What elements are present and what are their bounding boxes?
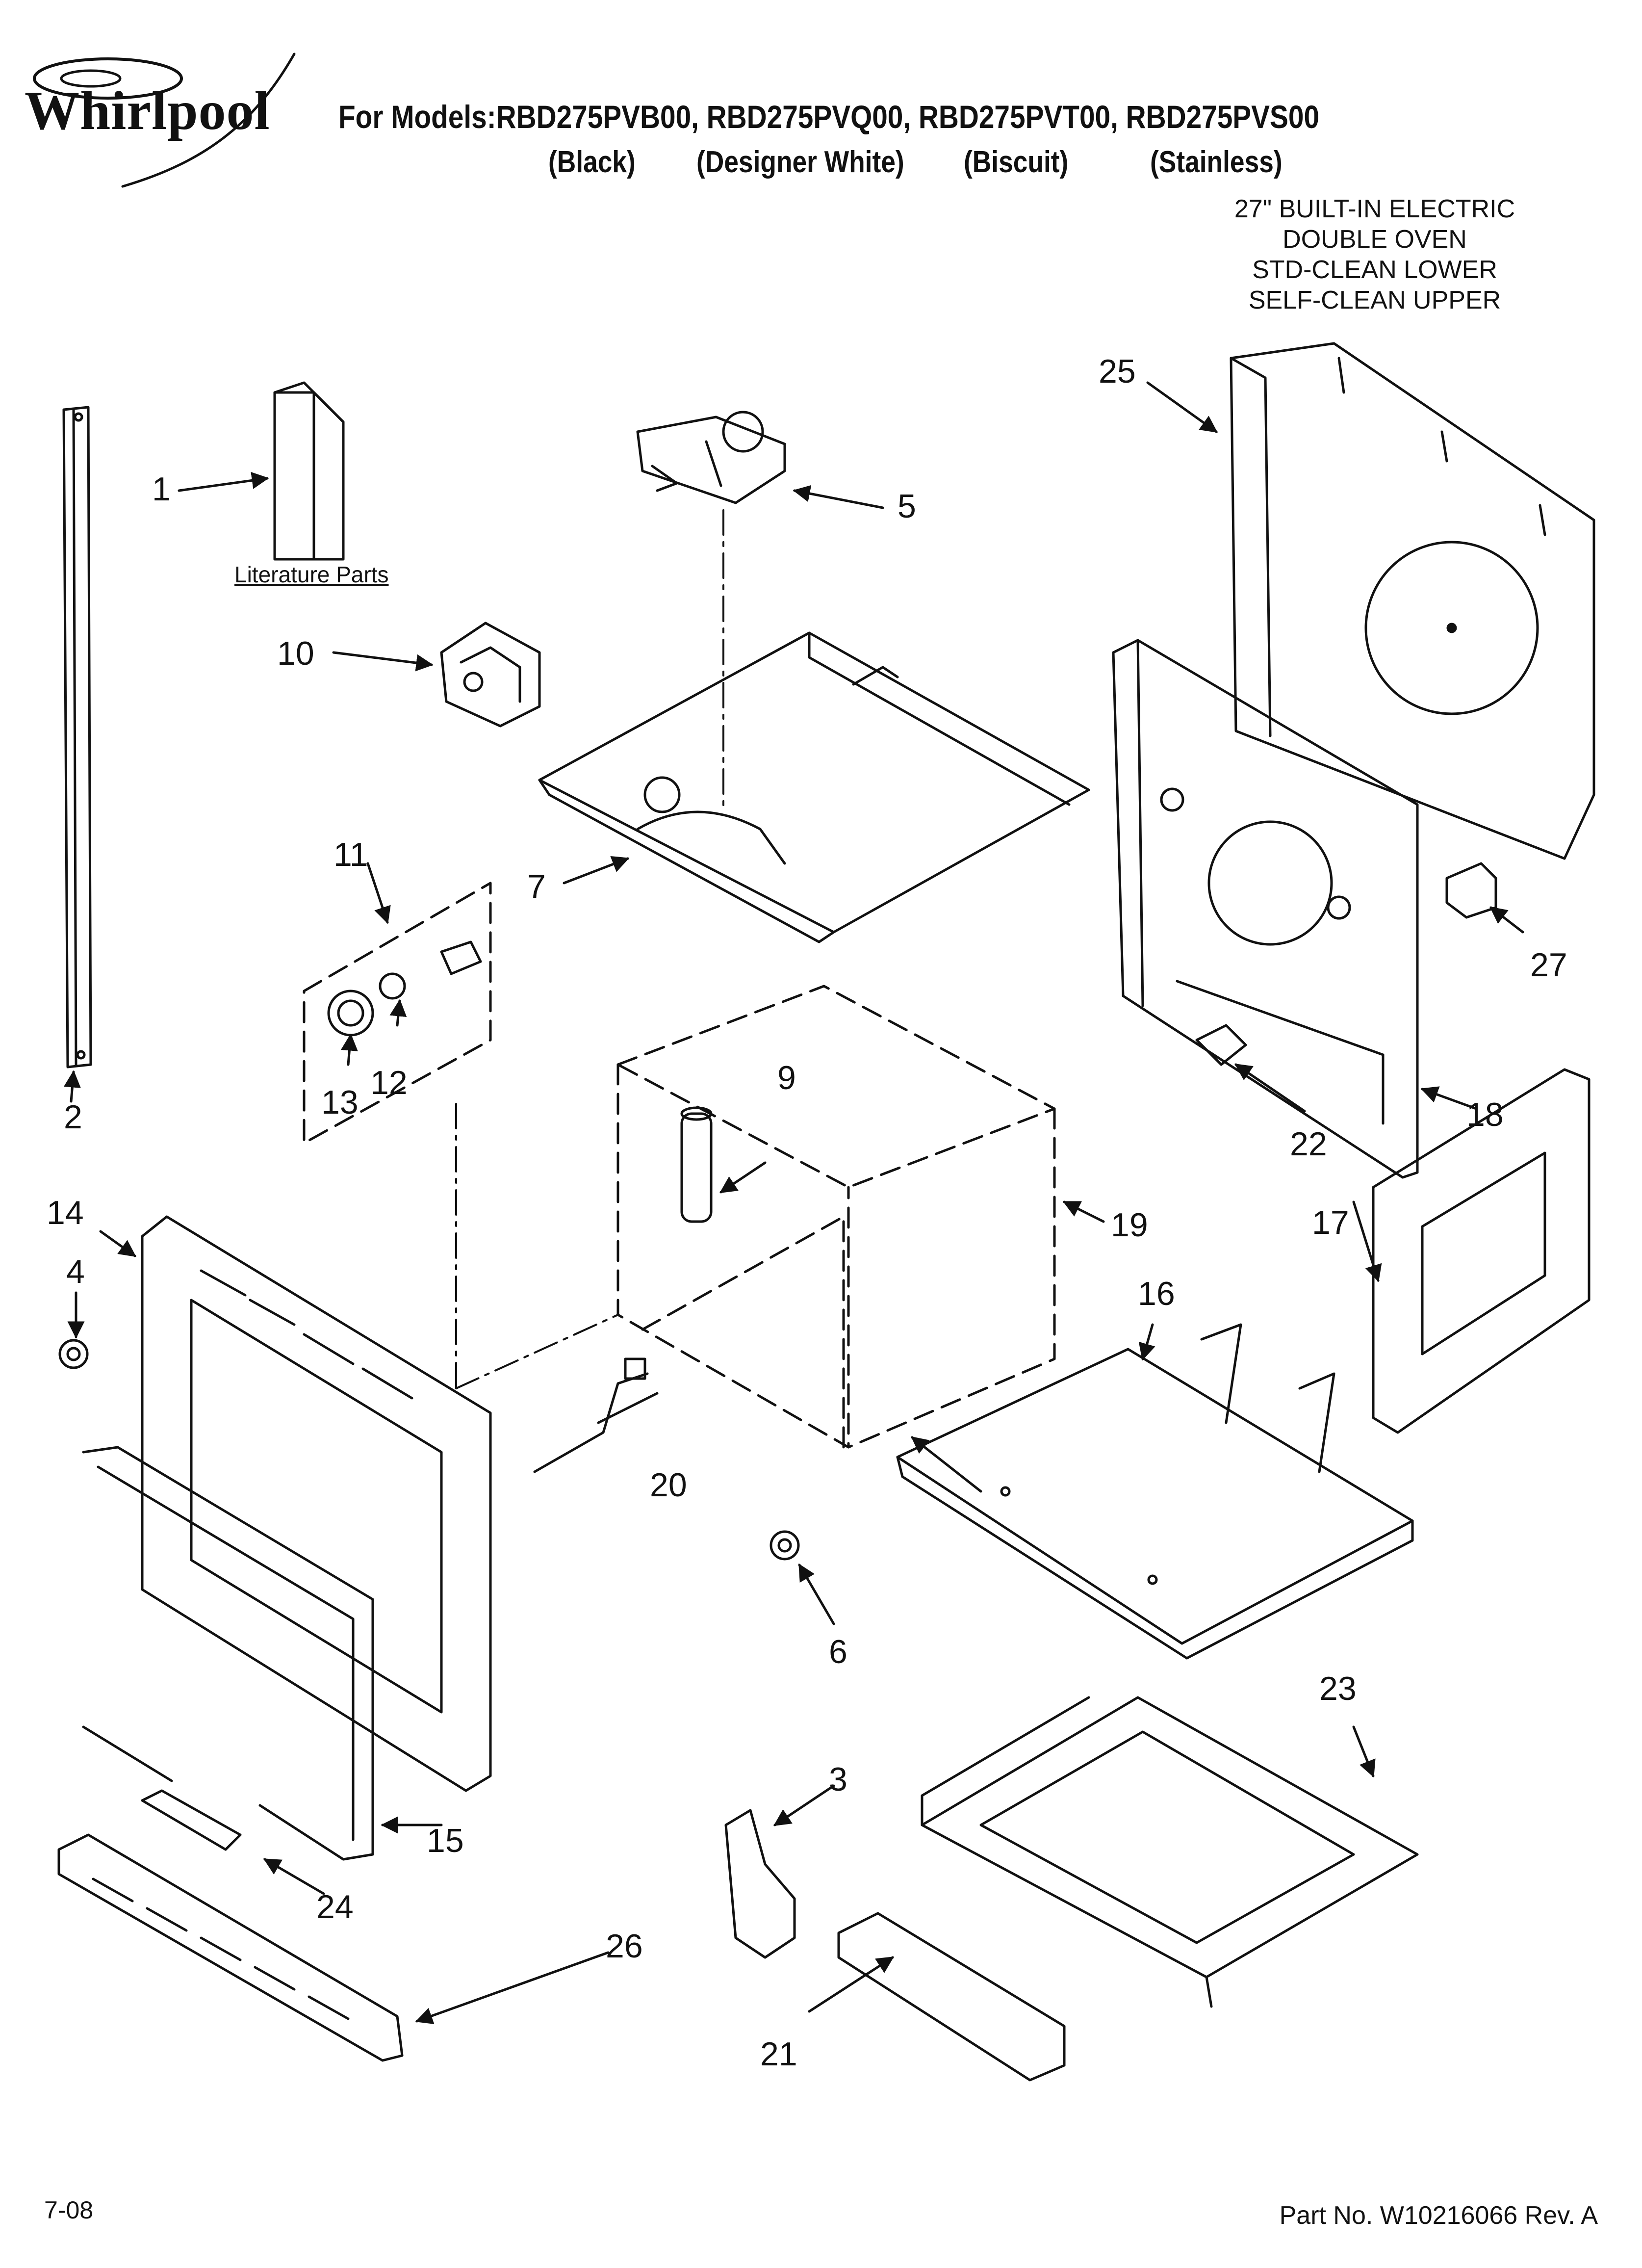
callout-20: 20 bbox=[650, 1466, 687, 1504]
leader-lines bbox=[63, 381, 1524, 2024]
desc-line-3: STD-CLEAN LOWER bbox=[1252, 256, 1497, 284]
part-18-lower-back-panel bbox=[1112, 639, 1419, 1179]
callout-labels: 1 2 3 4 5 6 7 9 10 11 12 13 14 15 16 17 … bbox=[47, 353, 1567, 2073]
callout-1: 1 bbox=[152, 470, 171, 508]
part-4-knob bbox=[58, 1339, 89, 1369]
part-9-sensor bbox=[680, 1106, 713, 1223]
callout-15: 15 bbox=[427, 1822, 464, 1859]
color-designer-white: (Designer White) bbox=[696, 145, 904, 179]
callout-21: 21 bbox=[760, 2035, 797, 2073]
callout-9: 9 bbox=[777, 1059, 796, 1096]
callout-24: 24 bbox=[316, 1888, 354, 1926]
callout-14: 14 bbox=[47, 1194, 84, 1231]
part-10-bracket bbox=[440, 622, 541, 728]
callout-13: 13 bbox=[321, 1084, 359, 1121]
part-17-side-panel bbox=[1372, 1068, 1591, 1434]
part-15-gasket bbox=[82, 1446, 374, 1861]
callout-26: 26 bbox=[606, 1928, 643, 1965]
whirlpool-logo-swoosh bbox=[33, 52, 296, 188]
part-22-bracket bbox=[1195, 1024, 1247, 1066]
part-5-latch-switch bbox=[636, 411, 786, 504]
callout-5: 5 bbox=[898, 488, 916, 525]
callout-25: 25 bbox=[1099, 353, 1136, 390]
part-16-shelf bbox=[896, 1323, 1414, 1660]
part-23-bottom-tray bbox=[921, 1696, 1419, 2008]
callout-19: 19 bbox=[1111, 1206, 1148, 1244]
part-24-tab bbox=[141, 1789, 242, 1851]
part-26-vent-trim bbox=[57, 1833, 404, 2062]
callout-18: 18 bbox=[1466, 1096, 1504, 1133]
callout-17: 17 bbox=[1312, 1204, 1349, 1241]
product-description: 27" BUILT-IN ELECTRIC DOUBLE OVEN STD-CL… bbox=[1154, 194, 1595, 315]
desc-line-1: 27" BUILT-IN ELECTRIC bbox=[1234, 195, 1515, 223]
part-7-top-panel bbox=[538, 631, 1090, 943]
callout-12: 12 bbox=[370, 1064, 408, 1101]
part-21-rail bbox=[837, 1912, 1066, 2082]
color-stainless: (Stainless) bbox=[1150, 145, 1283, 179]
callout-7: 7 bbox=[527, 868, 546, 905]
callout-6: 6 bbox=[829, 1633, 847, 1670]
part-27-clip bbox=[1445, 862, 1497, 919]
color-biscuit: (Biscuit) bbox=[964, 145, 1069, 179]
models-line: For Models:RBD275PVB00, RBD275PVQ00, RBD… bbox=[338, 99, 1320, 135]
color-black: (Black) bbox=[548, 145, 636, 179]
part-2-side-trim bbox=[62, 406, 92, 1069]
callout-16: 16 bbox=[1138, 1275, 1175, 1312]
callout-4: 4 bbox=[66, 1253, 85, 1290]
alignment-lines bbox=[455, 509, 724, 1389]
callout-3: 3 bbox=[829, 1761, 847, 1798]
desc-line-4: SELF-CLEAN UPPER bbox=[1248, 286, 1501, 314]
brand-logo-text: Whirlpool bbox=[25, 80, 270, 141]
callout-10: 10 bbox=[277, 635, 314, 672]
callout-27: 27 bbox=[1530, 946, 1567, 984]
callout-22: 22 bbox=[1290, 1125, 1327, 1163]
callout-23: 23 bbox=[1319, 1670, 1357, 1707]
part-6-knob bbox=[770, 1530, 800, 1561]
part-19-oven-cavity bbox=[616, 985, 1056, 1449]
callout-2: 2 bbox=[64, 1098, 82, 1136]
footer-part-number: Part No. W10216066 Rev. A bbox=[1279, 2201, 1598, 2230]
part-14-front-frame bbox=[141, 1215, 492, 1792]
footer-date: 7-08 bbox=[44, 2196, 94, 2224]
desc-line-2: DOUBLE OVEN bbox=[1283, 225, 1467, 254]
part-1-literature-booklet bbox=[273, 381, 345, 561]
part-25-back-panel bbox=[1230, 342, 1595, 860]
part-20-probe bbox=[533, 1357, 649, 1473]
callout-11: 11 bbox=[334, 836, 368, 873]
part-3-bracket bbox=[724, 1809, 796, 1959]
literature-parts-label: Literature Parts bbox=[234, 562, 389, 587]
